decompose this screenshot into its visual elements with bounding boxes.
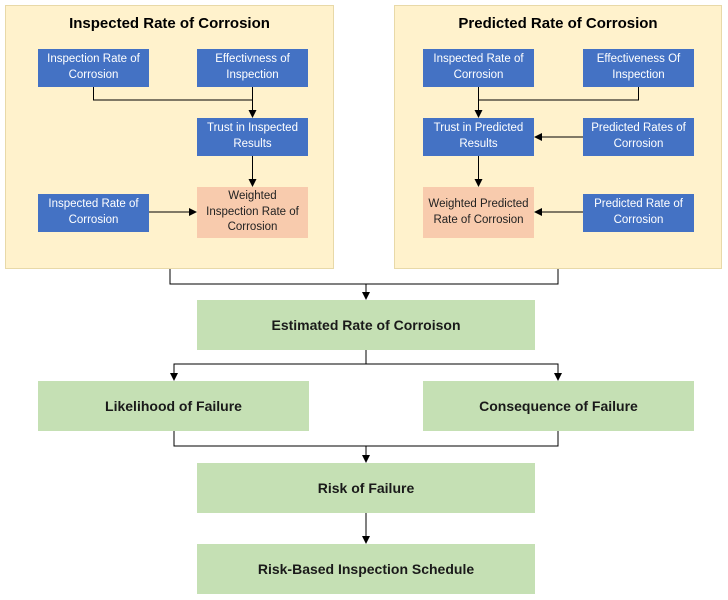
predicted-panel-inspected-rate-box: Inspected Rate of Corrosion xyxy=(423,49,534,87)
connector-inspection-rate xyxy=(93,87,253,101)
predicted-rates-of-corrosion-box: Predicted Rates of Corrosion xyxy=(583,118,694,156)
connector-effectiveness-of xyxy=(478,87,639,101)
effectiveness-of-inspection-box: Effectivness of Inspection xyxy=(197,49,308,87)
consequence-of-failure-box: Consequence of Failure xyxy=(423,381,694,431)
risk-based-inspection-schedule-box: Risk-Based Inspection Schedule xyxy=(197,544,535,594)
predicted-panel-effectiveness-box: Effectiveness Of Inspection xyxy=(583,49,694,87)
connector-failure-merge xyxy=(173,431,559,447)
risk-of-failure-box: Risk of Failure xyxy=(197,463,535,513)
arrow-to-consequence xyxy=(366,363,562,381)
predicted-panel-title: Predicted Rate of Corrosion xyxy=(458,15,658,32)
connector-panels-merge xyxy=(169,269,559,285)
weighted-inspection-rate-box: Weighted Inspection Rate of Corrosion xyxy=(197,187,308,238)
inspection-rate-of-corrosion-box: Inspection Rate of Corrosion xyxy=(38,49,149,87)
predicted-rate-of-corrosion-box: Predicted Rate of Corrosion xyxy=(583,194,694,232)
likelihood-of-failure-box: Likelihood of Failure xyxy=(38,381,309,431)
inspected-rate-of-corrosion-box: Inspected Rate of Corrosion xyxy=(38,194,149,232)
trust-in-predicted-results-box: Trust in Predicted Results xyxy=(423,118,534,156)
estimated-rate-box: Estimated Rate of Corroison xyxy=(197,300,535,350)
arrow-to-likelihood xyxy=(170,350,367,381)
inspected-panel-title: Inspected Rate of Corrosion xyxy=(69,15,270,32)
trust-in-inspected-results-box: Trust in Inspected Results xyxy=(197,118,308,156)
weighted-predicted-rate-box: Weighted Predicted Rate of Corrosion xyxy=(423,187,534,238)
